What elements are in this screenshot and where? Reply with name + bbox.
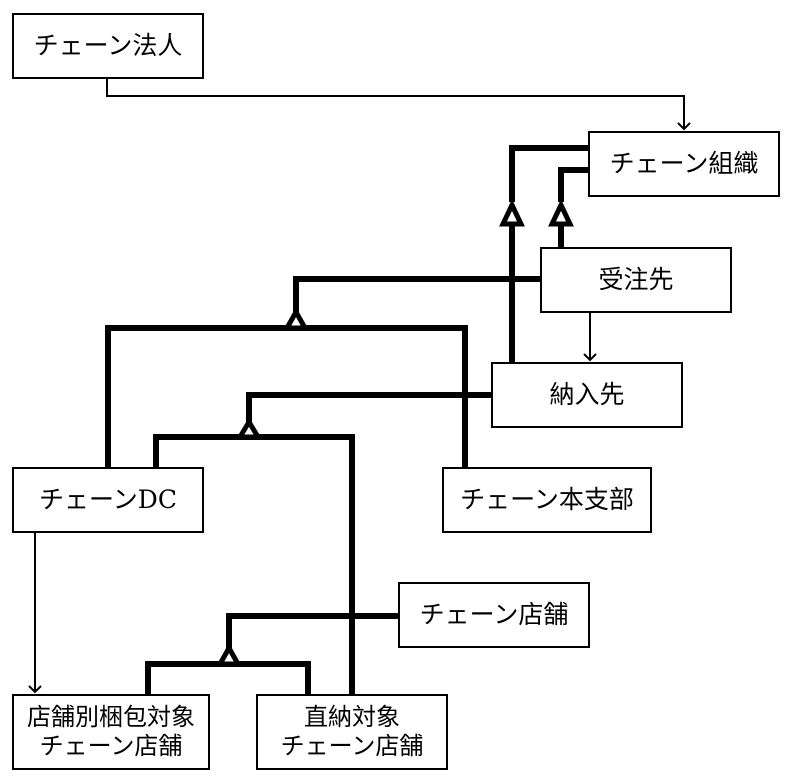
subtype-triangle-order-receiver [282,306,310,331]
generalization-organization-link-a [509,145,588,202]
node-chain-branch: チェーン本支部 [442,467,652,533]
node-chain-store: チェーン店舗 [398,582,590,648]
node-label: チェーン組織 [609,149,759,178]
node-chain-dc: チェーンDC [12,467,204,533]
node-order-receiver: 受注先 [540,247,732,313]
node-label: 直納対象 チェーン店舗 [280,703,424,760]
node-delivery-destination: 納入先 [491,362,683,428]
node-label: チェーンDC [39,485,177,514]
store-subtype-trunk [226,613,398,648]
generalization-organization-link-b [558,167,588,202]
node-chain-corporation: チェーン法人 [12,13,204,79]
node-label: 店舗別梱包対象 チェーン店舗 [27,703,195,760]
node-label: 受注先 [598,265,674,294]
subtype-triangle-delivery [235,417,263,440]
node-chain-organization: チェーン組織 [588,131,780,197]
delivery-subtype-trunk [246,392,491,422]
store-subtype-bar [145,661,311,694]
node-label: チェーン本支部 [460,485,634,514]
generalization-triangle-delivery [499,199,525,227]
generalization-triangle-order-receiver [548,199,574,227]
node-direct-delivery-target-store: 直納対象 チェーン店舗 [256,694,448,770]
node-label: チェーン店舗 [419,600,569,629]
node-label: チェーン法人 [33,31,183,60]
node-label: 納入先 [549,380,625,409]
association-corporation-to-organization [106,79,691,131]
node-split-pack-target-store: 店舗別梱包対象 チェーン店舗 [12,694,210,770]
subtype-triangle-store [215,642,243,667]
order-receiver-subtype-trunk [293,276,540,312]
